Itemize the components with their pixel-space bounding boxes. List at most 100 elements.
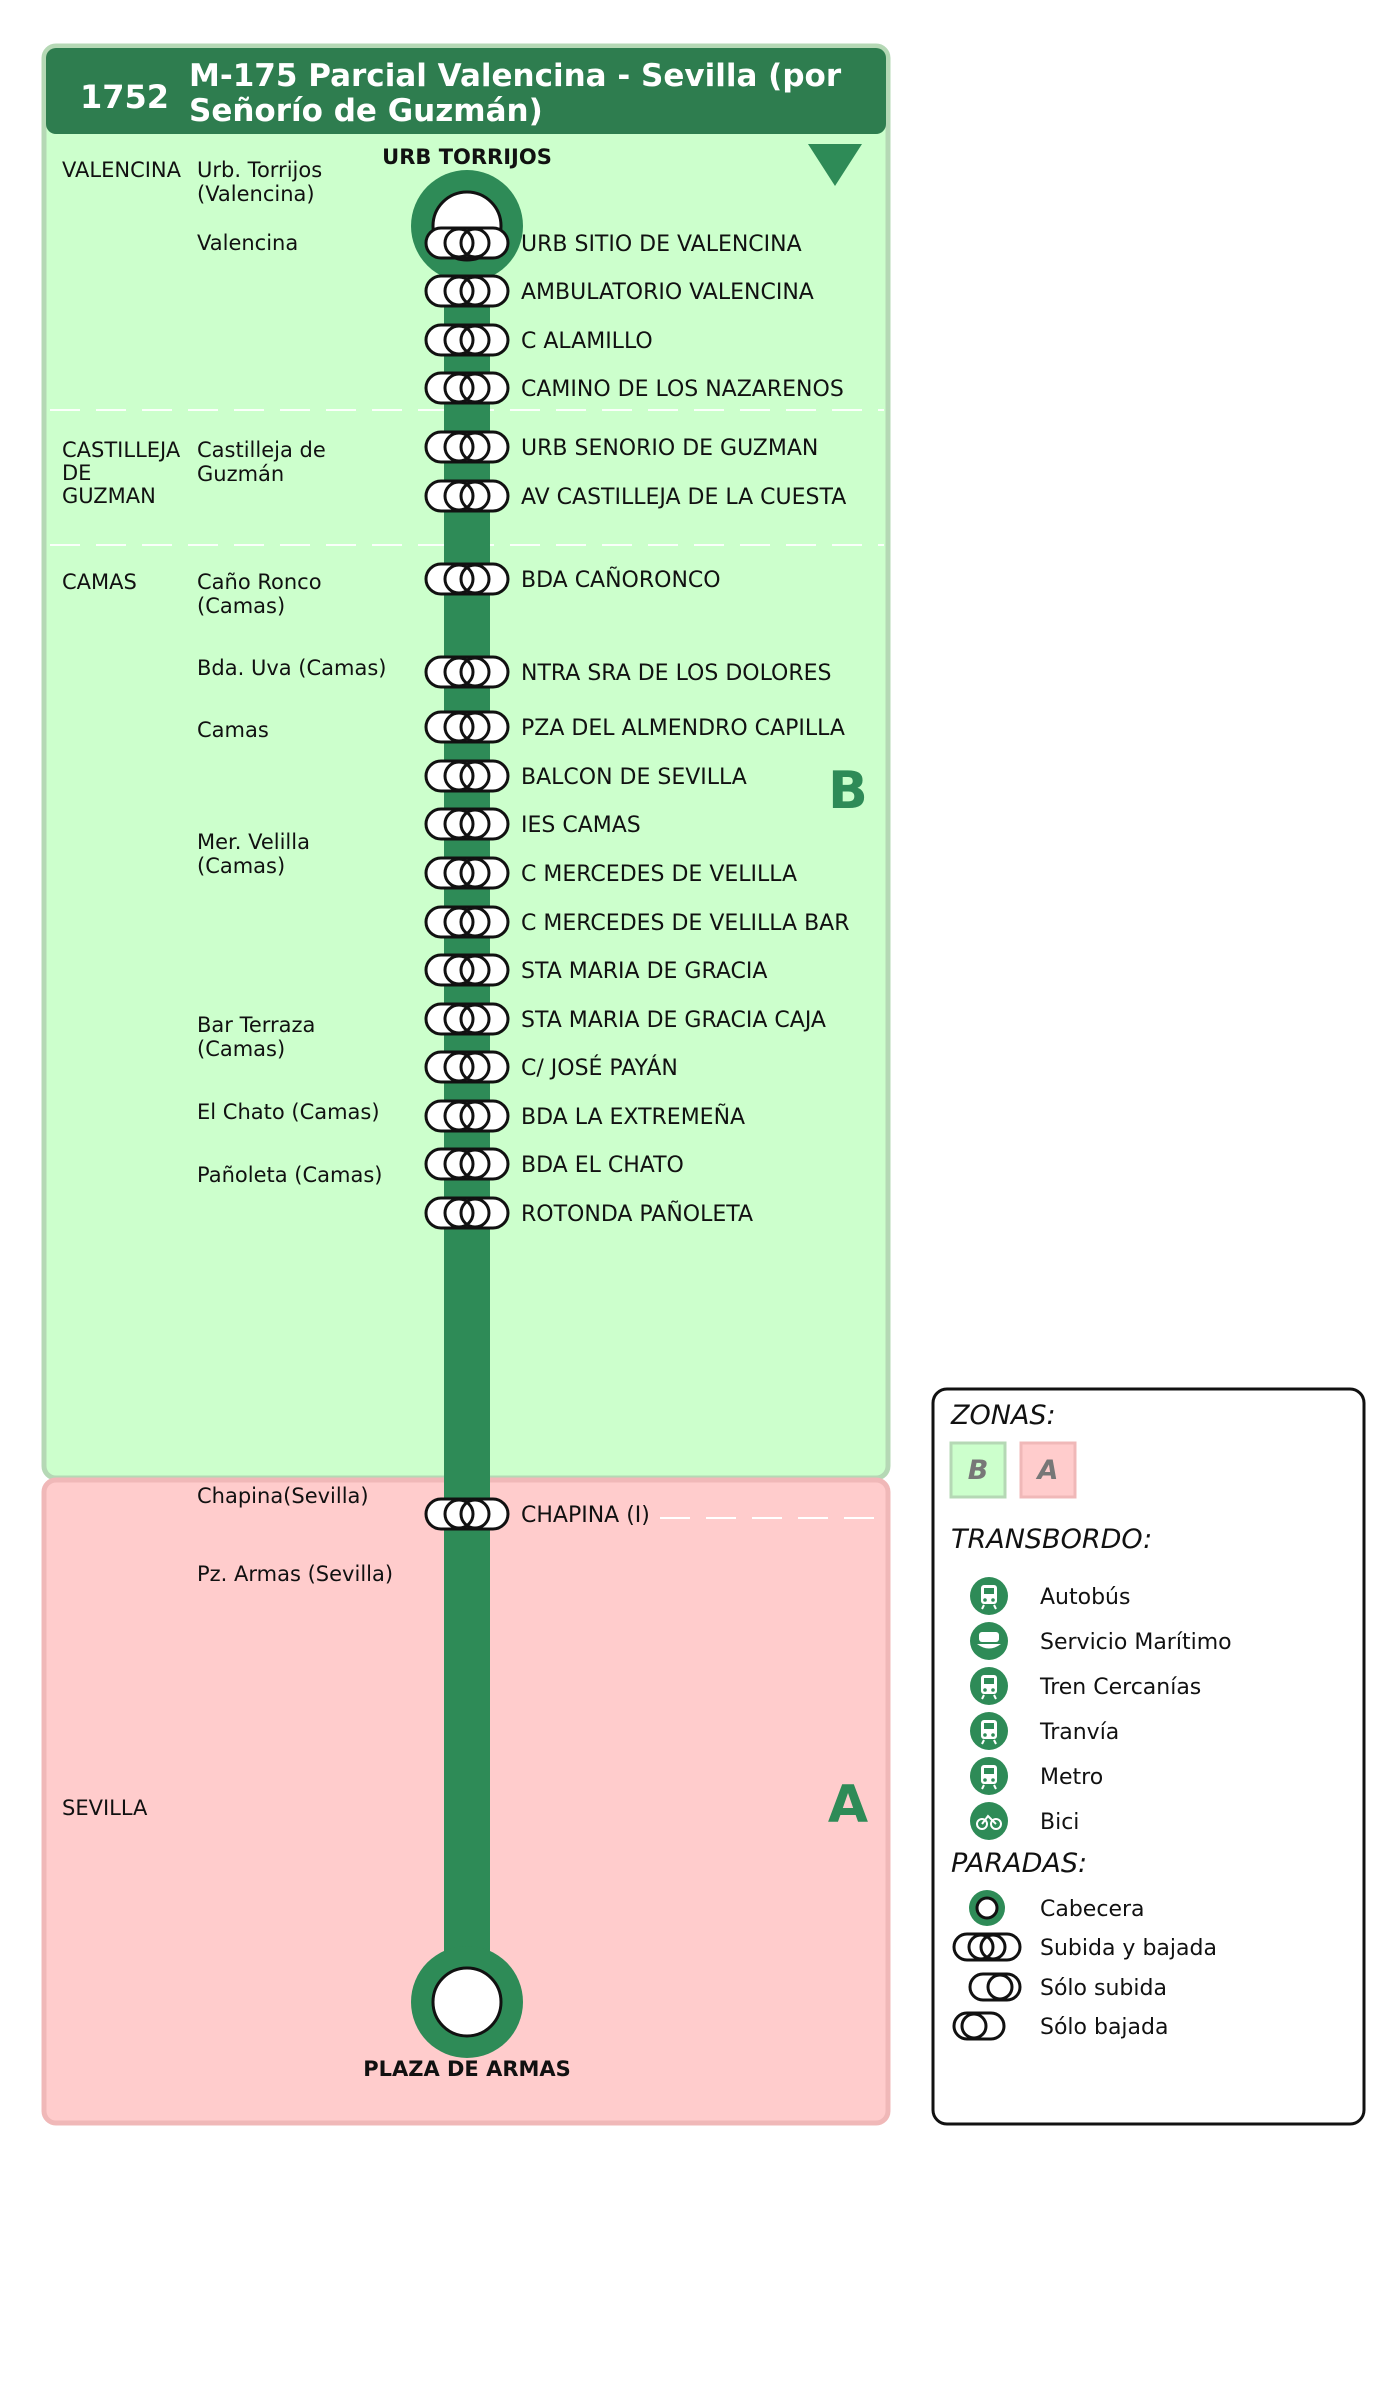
stop-name: URB SITIO DE VALENCINA	[521, 232, 802, 257]
legend-parada-label: Cabecera	[1040, 1897, 1145, 1922]
stop-name: PZA DEL ALMENDRO CAPILLA	[521, 716, 845, 741]
both-ways-stop-icon	[424, 562, 510, 596]
municipality-label: VALENCINA	[62, 158, 182, 182]
both-ways-stop-icon	[424, 323, 510, 357]
legend-zone-b-swatch	[949, 1441, 1007, 1499]
line-number: 1752	[80, 78, 169, 116]
both-ways-stop-icon	[952, 1932, 1022, 1962]
locality-label: Urb. Torrijos	[197, 158, 322, 182]
terminal-start	[411, 170, 523, 282]
stop-name: URB SENORIO DE GUZMAN	[521, 436, 818, 461]
tram-icon	[970, 1712, 1008, 1750]
legend-transbordo-label: Metro	[1040, 1765, 1103, 1790]
both-ways-stop-icon	[424, 274, 510, 308]
both-ways-stop-icon	[424, 953, 510, 987]
locality-label: Pañoleta (Camas)	[197, 1163, 382, 1187]
header-bar	[46, 48, 886, 134]
stop-name: BDA EL CHATO	[521, 1153, 684, 1178]
stop-name: C ALAMILLO	[521, 329, 653, 354]
stop-name: BALCON DE SEVILLA	[521, 765, 747, 790]
stop-name: IES CAMAS	[521, 813, 641, 838]
locality-label: Mer. Velilla	[197, 830, 310, 854]
locality-label: Guzmán	[197, 462, 284, 486]
both-ways-stop-icon	[424, 905, 510, 939]
locality-label: (Camas)	[197, 594, 285, 618]
both-ways-stop-icon	[424, 710, 510, 744]
legend-transbordo-label: Bici	[1040, 1810, 1079, 1835]
terminal-end	[411, 1946, 523, 2058]
header-title-line1: M-175 Parcial Valencina - Sevilla (por	[189, 58, 842, 94]
alight-only-stop-icon	[952, 2011, 1006, 2041]
both-ways-stop-icon	[424, 371, 510, 405]
legend-zone-a-swatch	[1019, 1441, 1077, 1499]
both-ways-stop-icon	[424, 759, 510, 793]
both-ways-stop-icon	[424, 1050, 510, 1084]
stop-name: CAMINO DE LOS NAZARENOS	[521, 377, 844, 402]
locality-label: Castilleja de	[197, 438, 326, 462]
locality-label: Pz. Armas (Sevilla)	[197, 1562, 393, 1586]
train-icon	[970, 1667, 1008, 1705]
metro-icon	[970, 1757, 1008, 1795]
legend-transbordo-label: Servicio Marítimo	[1040, 1630, 1232, 1655]
locality-label: (Valencina)	[197, 182, 315, 206]
zone-b-label: B	[828, 761, 868, 821]
terminal-icon	[969, 1890, 1005, 1926]
locality-labels: Urb. Torrijos(Valencina) ValencinaCastill…	[197, 158, 393, 1586]
triangle-down-icon	[808, 144, 862, 186]
both-ways-stop-icon	[424, 1196, 510, 1230]
bike-icon	[970, 1802, 1008, 1840]
locality-label: Caño Ronco	[197, 570, 322, 594]
header-title-line2: Señorío de Guzmán)	[189, 93, 543, 129]
terminal-end-label: PLAZA DE ARMAS	[363, 2057, 571, 2081]
stop-name: AMBULATORIO VALENCINA	[521, 280, 814, 305]
stop-name: C MERCEDES DE VELILLA BAR	[521, 911, 850, 936]
municipality-label: SEVILLA	[62, 1796, 148, 1820]
both-ways-stop-icon	[424, 1002, 510, 1036]
both-ways-stop-icon	[424, 655, 510, 689]
bus-icon	[970, 1577, 1008, 1615]
stop-name: C/ JOSÉ PAYÁN	[521, 1055, 678, 1081]
both-ways-stop-icon	[424, 479, 510, 513]
both-ways-stop-icon	[424, 807, 510, 841]
board-only-stop-icon	[968, 1972, 1022, 2002]
stop-name: BDA LA EXTREMEÑA	[521, 1103, 745, 1130]
municipality-label: DE	[62, 461, 91, 485]
locality-label: (Camas)	[197, 1037, 285, 1061]
stop-name: BDA CAÑORONCO	[521, 566, 721, 593]
municipality-label: CAMAS	[62, 570, 137, 594]
stop-name: CHAPINA (I)	[521, 1503, 650, 1528]
legend-box	[931, 1387, 1366, 2126]
both-ways-stop-icon	[424, 226, 510, 260]
legend-parada-label: Sólo bajada	[1040, 2015, 1168, 2040]
both-ways-stop-icon	[424, 430, 510, 464]
locality-label: Bda. Uva (Camas)	[197, 656, 386, 680]
municipality-label: GUZMAN	[62, 484, 156, 508]
locality-label: Chapina(Sevilla)	[197, 1484, 369, 1508]
both-ways-stop-icon	[424, 856, 510, 890]
both-ways-stop-icon	[424, 1147, 510, 1181]
stop-name: AV CASTILLEJA DE LA CUESTA	[521, 485, 846, 510]
legend-parada-label: Subida y bajada	[1040, 1936, 1217, 1961]
legend-transbordo-label: Autobús	[1040, 1585, 1130, 1610]
legend-transbordo-label: Tren Cercanías	[1039, 1675, 1201, 1700]
zone-a-label: A	[828, 1775, 868, 1835]
legend-zonas-title: ZONAS:	[950, 1400, 1056, 1431]
stop-name: C MERCEDES DE VELILLA	[521, 862, 797, 887]
terminal-start-label: URB TORRIJOS	[382, 145, 552, 169]
stop-name: STA MARIA DE GRACIA	[521, 959, 767, 984]
locality-label: Valencina	[197, 231, 298, 255]
both-ways-stop-icon	[424, 1099, 510, 1133]
legend-transbordo-title: TRANSBORDO:	[951, 1524, 1152, 1555]
stop-name: STA MARIA DE GRACIA CAJA	[521, 1008, 826, 1033]
locality-label: (Camas)	[197, 854, 285, 878]
stop-name: NTRA SRA DE LOS DOLORES	[521, 661, 832, 686]
municipality-label: CASTILLEJA	[62, 438, 181, 462]
legend-zone-a-letter: A	[1036, 1455, 1059, 1486]
legend-transbordo-label: Tranvía	[1039, 1720, 1119, 1745]
stop-name: ROTONDA PAÑOLETA	[521, 1200, 753, 1227]
